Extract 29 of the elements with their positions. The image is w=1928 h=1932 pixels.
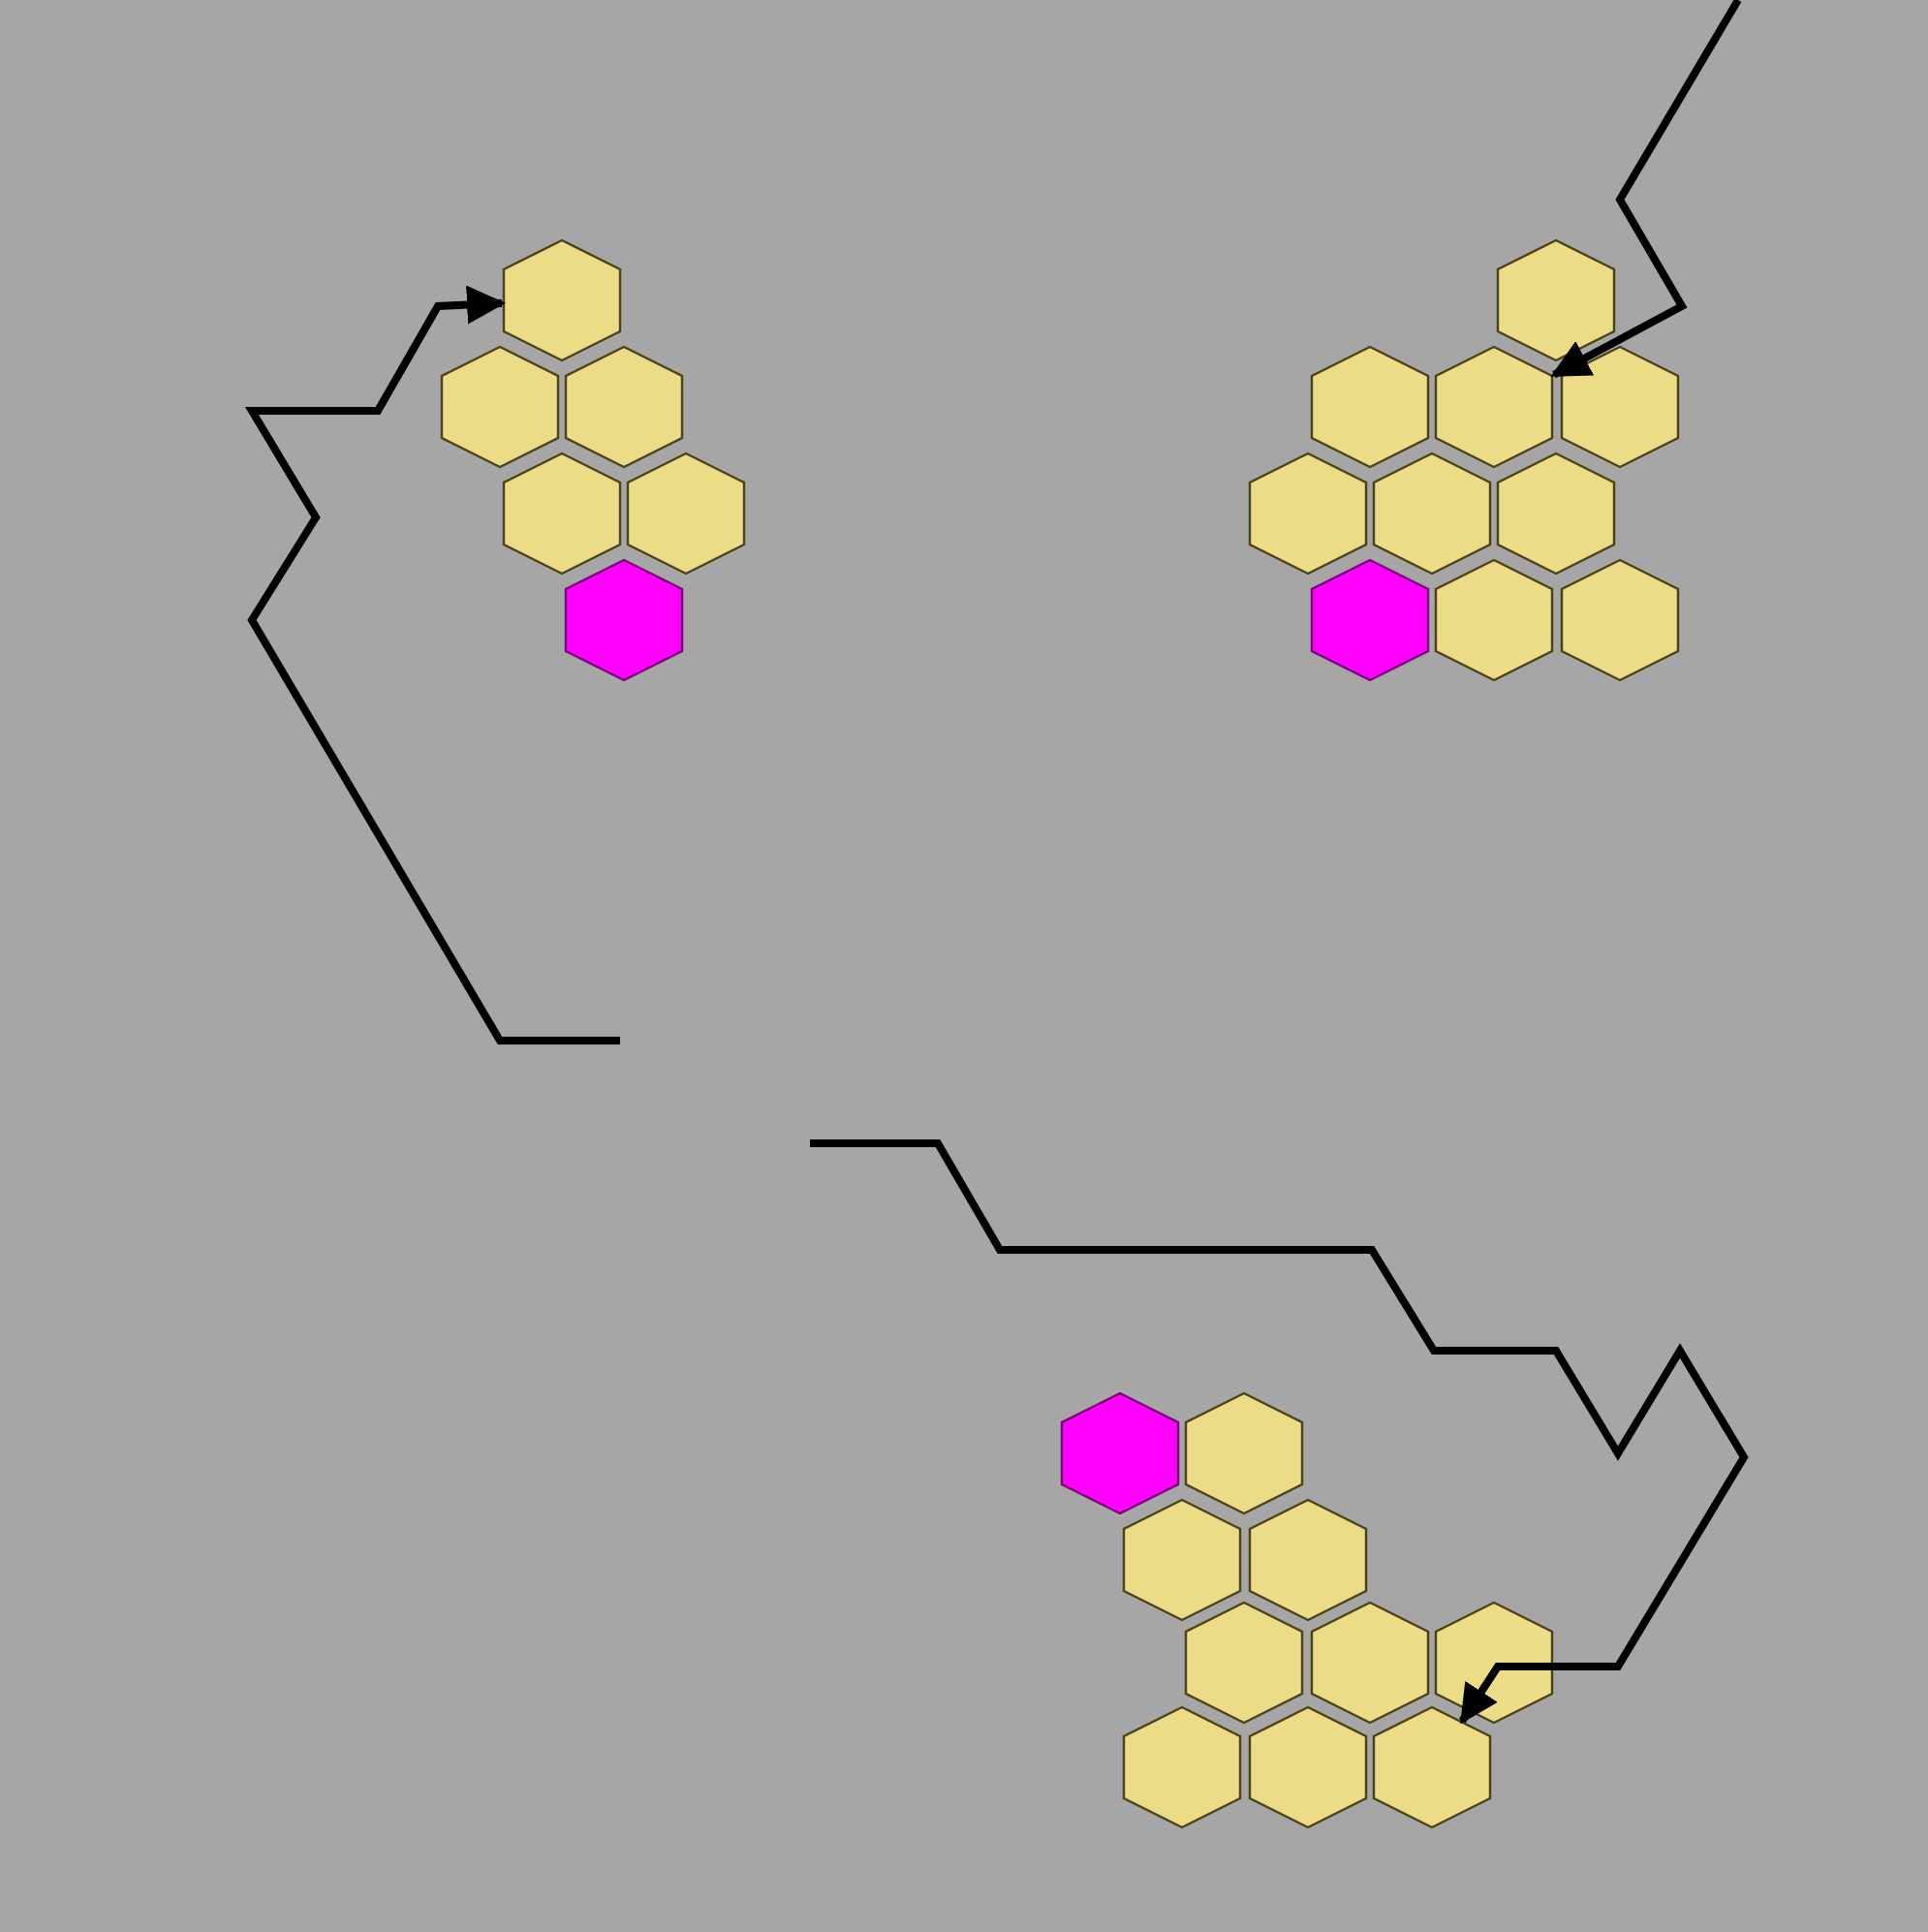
highlighted-honeycomb-cell: [1060, 1391, 1180, 1515]
honeycomb-cell: [502, 238, 622, 362]
honeycomb-cell: [1184, 1601, 1304, 1725]
honeycomb-cell: [502, 452, 622, 576]
honeycomb-cell: [564, 345, 684, 469]
honeycomb-cell: [1184, 1391, 1304, 1515]
honeycomb-cell: [1372, 1705, 1492, 1829]
highlighted-honeycomb-cell: [1310, 558, 1430, 682]
honeycomb-cell: [626, 452, 746, 576]
honeycomb-cell: [1372, 452, 1492, 576]
honeycomb-cell: [1434, 345, 1554, 469]
honeycomb-cell: [1496, 238, 1616, 362]
honeycomb-cell: [1122, 1705, 1242, 1829]
honeycomb-cell: [1496, 452, 1616, 576]
arrow: [810, 1139, 1749, 1725]
honeycomb-cell: [1310, 345, 1430, 469]
honeycomb-cell: [1248, 1498, 1368, 1622]
honeycomb-cell: [440, 345, 560, 469]
arrow: [1550, 0, 1742, 379]
honeycomb-cell: [1560, 345, 1680, 469]
honeycomb-cell: [1248, 1705, 1368, 1829]
highlighted-honeycomb-cell: [564, 558, 684, 682]
honeycomb-cell: [1310, 1601, 1430, 1725]
honeycomb-cell: [1248, 452, 1368, 576]
honeycomb-cell: [1434, 558, 1554, 682]
honeycomb-cell: [1122, 1498, 1242, 1622]
honeycomb-cell: [1560, 558, 1680, 682]
arrow: [244, 285, 620, 1044]
honeycomb-cell: [1434, 1601, 1554, 1725]
